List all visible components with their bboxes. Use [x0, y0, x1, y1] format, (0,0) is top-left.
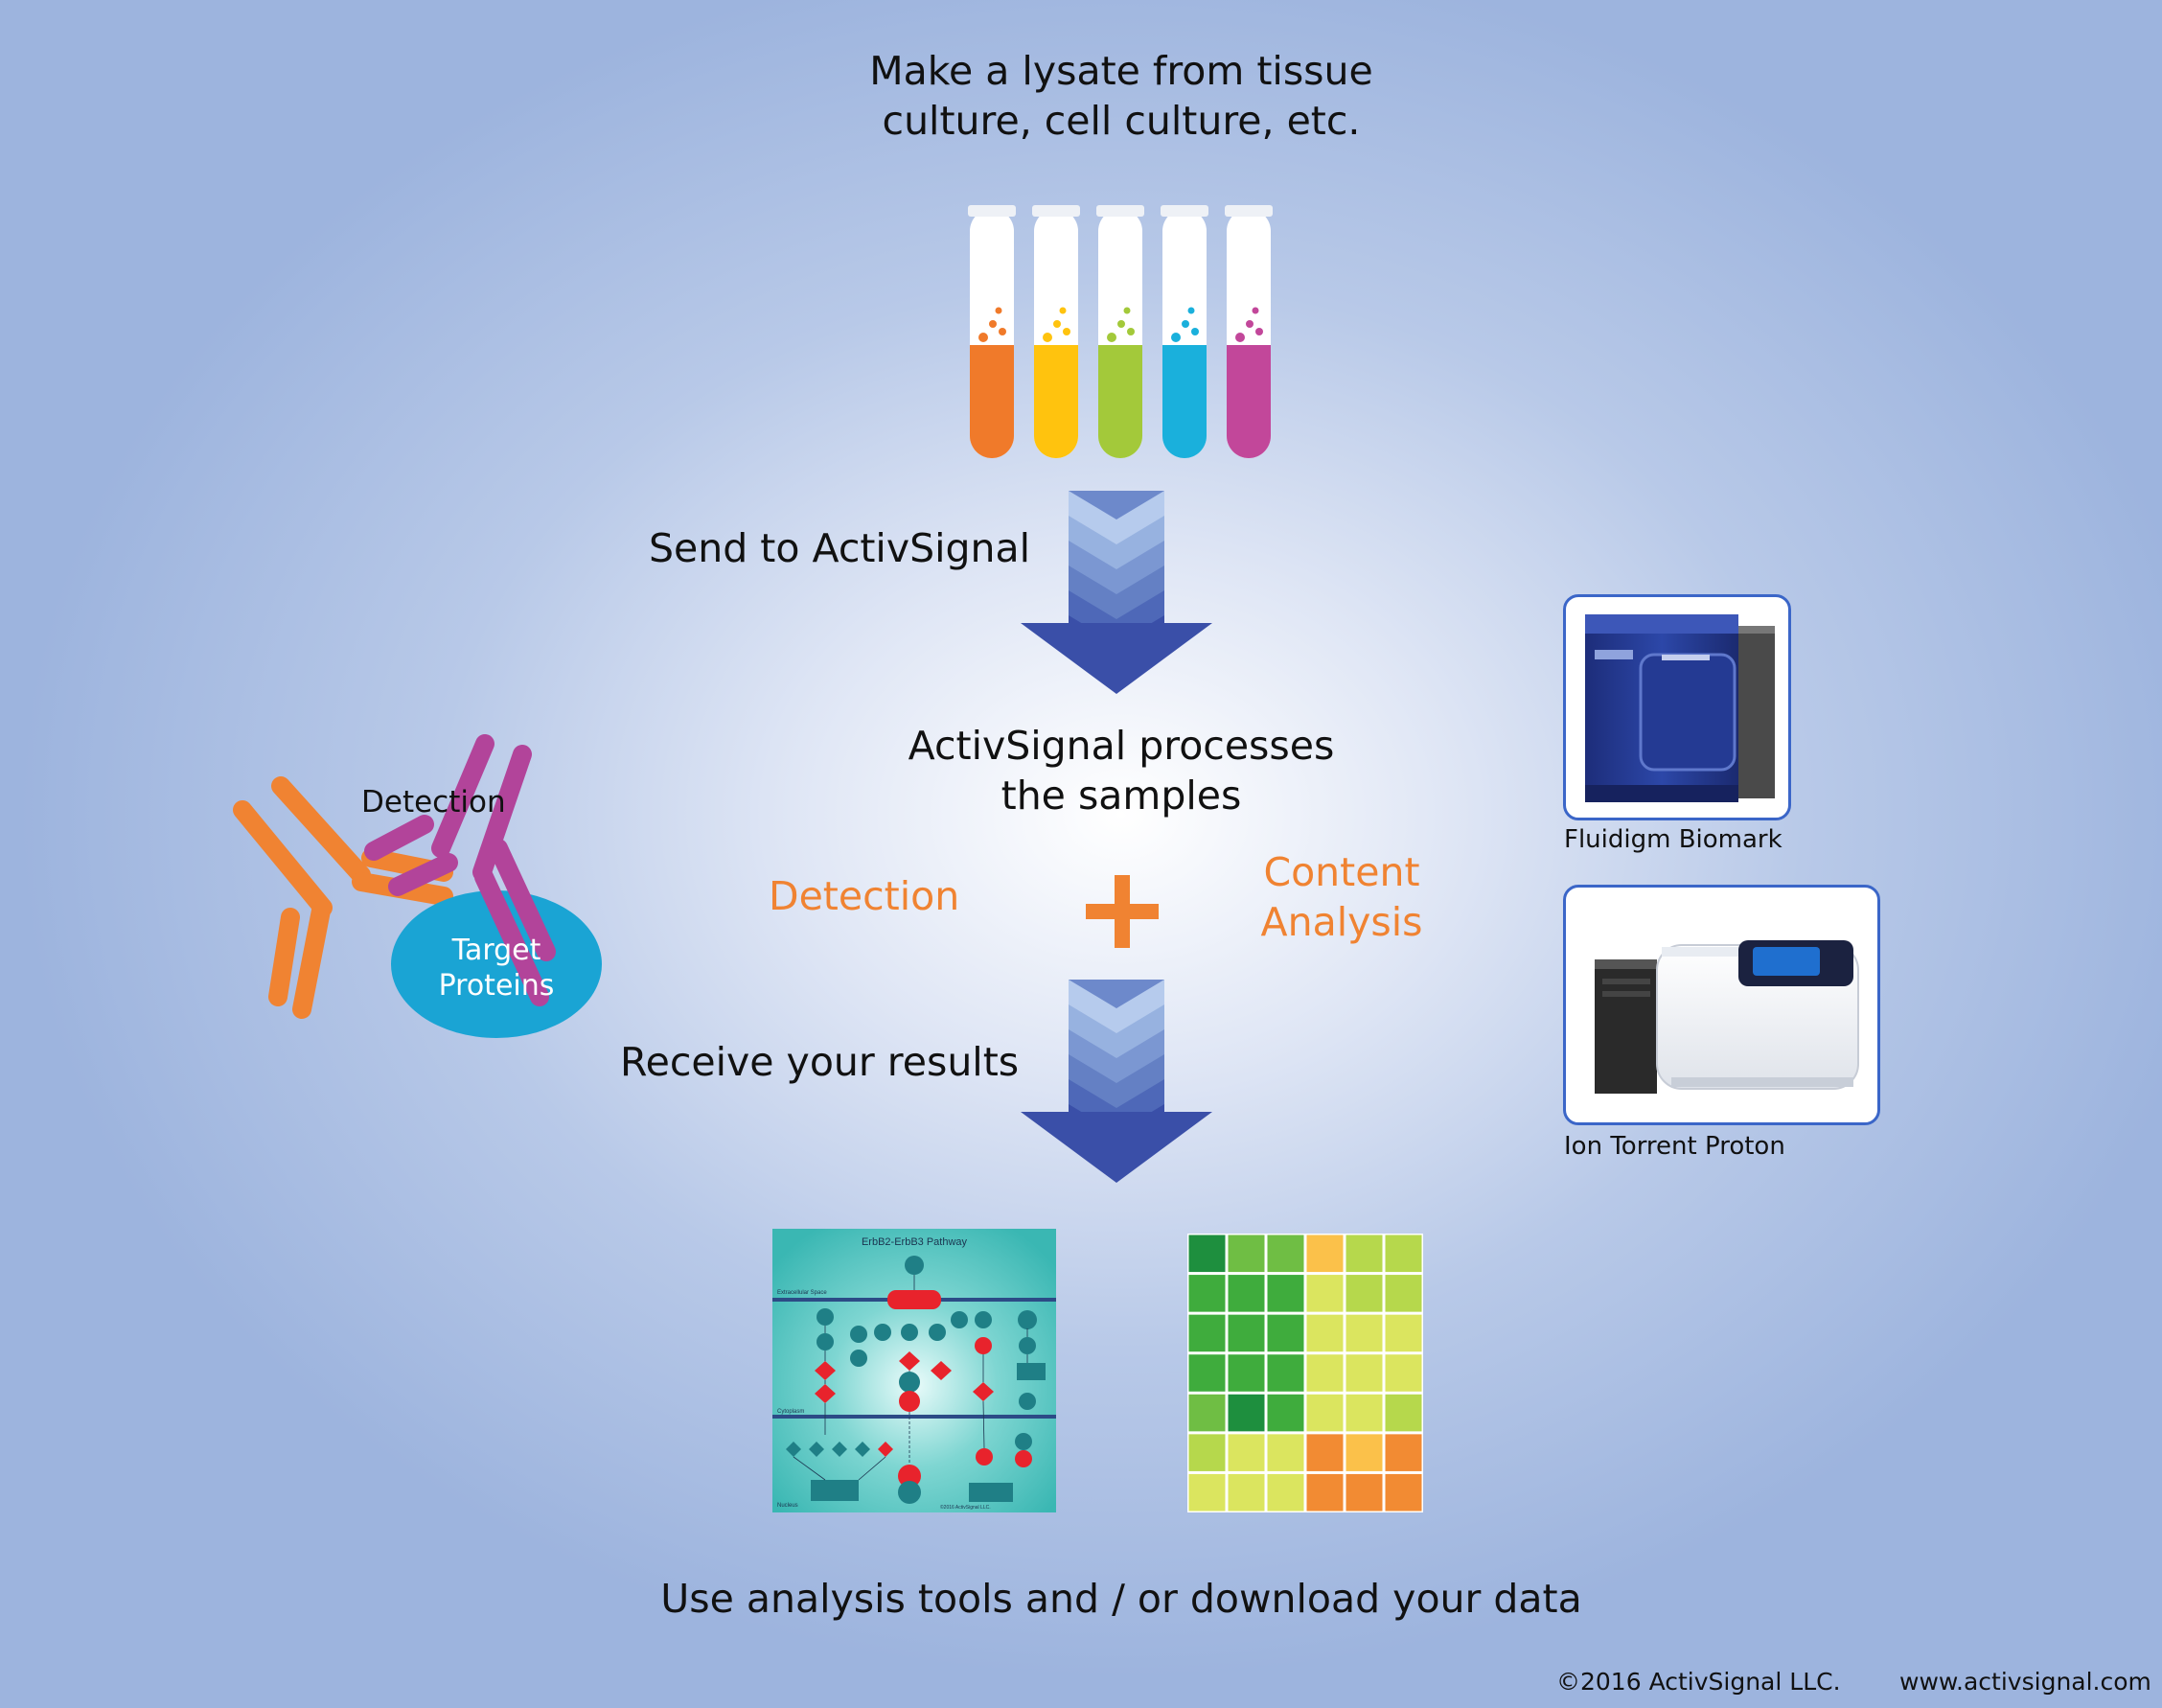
plus-icon [1086, 875, 1159, 948]
pathway-extracellular-label: Extracellular Space [777, 1290, 827, 1296]
processes-text: ActivSignal processes the samples [862, 721, 1380, 820]
heatmap-cell [1188, 1434, 1226, 1471]
heatmap-cell [1346, 1314, 1383, 1352]
heatmap-cell [1188, 1473, 1226, 1512]
heatmap-cell [1385, 1473, 1422, 1512]
test-tube-icon [1225, 205, 1273, 458]
heatmap-cell [1267, 1394, 1304, 1432]
receive-label: Receive your results [620, 1039, 1020, 1085]
antibody-illustration [233, 734, 602, 1038]
heatmap-cell [1385, 1314, 1422, 1352]
target-proteins-ellipse [391, 890, 602, 1038]
heatmap-cell [1306, 1275, 1344, 1312]
heatmap-cell [1188, 1394, 1226, 1432]
step1-text: Make a lysate from tissue culture, cell … [824, 46, 1418, 146]
test-tube-icon [1161, 205, 1208, 458]
orange-antibody-icon [233, 776, 453, 1019]
heatmap-cell [1267, 1354, 1304, 1392]
heatmap-cell [1228, 1314, 1265, 1352]
pathway-footer: ©2016 ActivSignal LLC. [940, 1504, 991, 1511]
heatmap-cell [1385, 1354, 1422, 1392]
heatmap-cell [1346, 1394, 1383, 1432]
ion-torrent-instrument-icon [1595, 940, 1859, 1094]
heatmap-cell [1267, 1275, 1304, 1312]
heatmap-cell [1228, 1235, 1265, 1273]
test-tube-icon [968, 205, 1016, 458]
heatmap-cell [1228, 1473, 1265, 1512]
heatmap-cell [1267, 1235, 1304, 1273]
heatmap-cell [1228, 1275, 1265, 1312]
heatmap-cell [1346, 1473, 1383, 1512]
send-label: Send to ActivSignal [649, 525, 1031, 571]
antibody-detection-label: Detection [361, 785, 506, 819]
heatmap-cell [1188, 1354, 1226, 1392]
magenta-antibody-icon [364, 734, 556, 1006]
heatmap-cell [1306, 1394, 1344, 1432]
final-step-text: Use analysis tools and / or download you… [660, 1576, 1582, 1622]
processes-line1: ActivSignal processes [908, 723, 1335, 769]
pathway-nucleus-label: Nucleus [777, 1503, 798, 1509]
heatmap-cell [1267, 1473, 1304, 1512]
target-line1: Target [451, 934, 541, 967]
heatmap-cell [1346, 1235, 1383, 1273]
heatmap-cell [1228, 1394, 1265, 1432]
target-proteins-label: Target Proteins [401, 933, 592, 1004]
heatmap-cell [1385, 1275, 1422, 1312]
step1-line2: culture, cell culture, etc. [882, 98, 1361, 144]
heatmap-cell [1188, 1314, 1226, 1352]
heatmap-cell [1306, 1235, 1344, 1273]
heatmap-chart [1187, 1234, 1423, 1512]
ion-torrent-proton-photo [1563, 885, 1880, 1125]
website-link[interactable]: www.activsignal.com [1899, 1668, 2151, 1696]
heatmap-cell [1385, 1394, 1422, 1432]
heatmap-cell [1188, 1275, 1226, 1312]
test-tube-icon [1096, 205, 1144, 458]
fluidigm-biomark-photo [1563, 594, 1791, 820]
heatmap-cell [1228, 1434, 1265, 1471]
detection-method-label: Detection [769, 873, 960, 919]
pathway-title: ErbB2-ErbB3 Pathway [862, 1236, 968, 1248]
biomark-instrument-icon [1585, 614, 1775, 802]
pathway-diagram: ErbB2-ErbB3 Pathway Extracellular Space … [772, 1229, 1056, 1512]
heatmap-cell [1267, 1434, 1304, 1471]
heatmap-cell [1228, 1354, 1265, 1392]
down-arrow-1 [1021, 491, 1212, 694]
heatmap-cell [1346, 1354, 1383, 1392]
test-tube-icon [1032, 205, 1080, 458]
step1-line1: Make a lysate from tissue [869, 48, 1373, 94]
heatmap-cell [1306, 1434, 1344, 1471]
heatmap-cell [1385, 1434, 1422, 1471]
heatmap-cell [1346, 1275, 1383, 1312]
pathway-cytoplasm-label: Cytoplasm [777, 1409, 804, 1415]
processes-line2: the samples [1000, 773, 1242, 819]
down-arrow-2 [1021, 980, 1212, 1183]
heatmap-cell [1188, 1235, 1226, 1273]
heatmap-cell [1385, 1235, 1422, 1273]
heatmap-cell [1306, 1354, 1344, 1392]
instrument-caption-2: Ion Torrent Proton [1564, 1132, 1785, 1161]
heatmap-cell [1346, 1434, 1383, 1471]
content-line1: Content [1263, 849, 1420, 895]
instrument-caption-1: Fluidigm Biomark [1564, 825, 1782, 854]
content-analysis-label: Content Analysis [1246, 847, 1438, 947]
content-line2: Analysis [1260, 899, 1423, 945]
heatmap-cell [1306, 1314, 1344, 1352]
heatmap-cell [1267, 1314, 1304, 1352]
test-tubes-illustration [968, 205, 1273, 458]
pathway-nodes [786, 1256, 1046, 1504]
target-line2: Proteins [438, 969, 555, 1003]
heatmap-cell [1306, 1473, 1344, 1512]
copyright-text: ©2016 ActivSignal LLC. [1556, 1668, 1841, 1696]
